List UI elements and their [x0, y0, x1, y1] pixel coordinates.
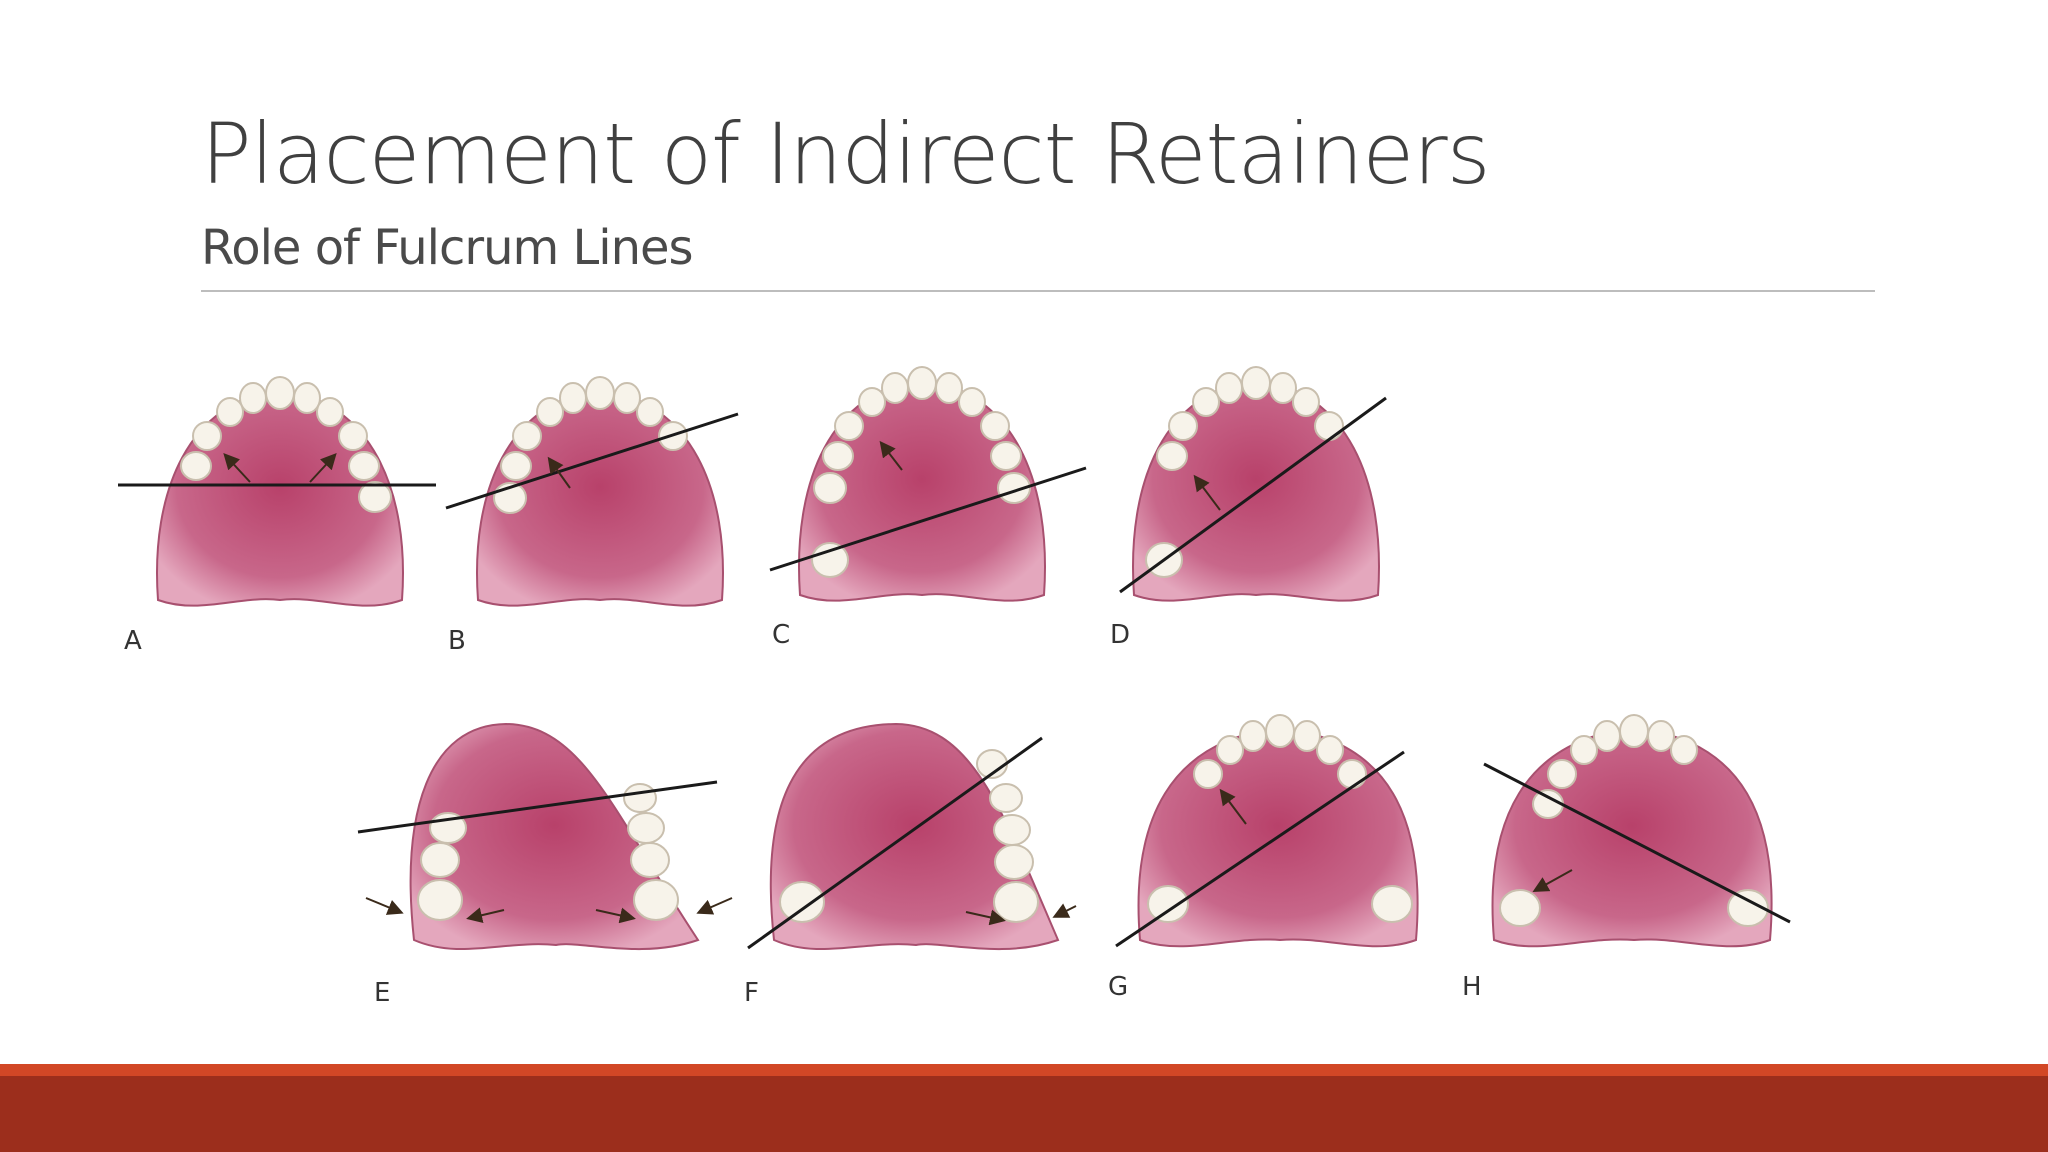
- panel-label-a: A: [124, 626, 142, 656]
- slide-subtitle: Role of Fulcrum Lines: [201, 220, 694, 276]
- arch-panel-h: [1483, 714, 1791, 948]
- fulcrum-lines-figure: A B C D E F G H: [110, 360, 1810, 1060]
- title-divider: [201, 290, 1875, 292]
- arch-illustrations: [118, 366, 1791, 951]
- arch-panel-a: [118, 376, 436, 607]
- panel-label-c: C: [772, 620, 791, 650]
- slide-title: Placement of Indirect Retainers: [201, 105, 1490, 203]
- panel-label-h: H: [1462, 972, 1482, 1002]
- panel-label-e: E: [374, 978, 391, 1008]
- arch-panel-g: [1115, 714, 1419, 948]
- footer-accent-stripe: [0, 1064, 2048, 1076]
- arch-panel-e: [357, 722, 733, 951]
- panel-label-d: D: [1110, 620, 1131, 650]
- arch-panel-c: [769, 366, 1087, 602]
- panel-label-b: B: [448, 626, 466, 656]
- footer-bar: [0, 1076, 2048, 1152]
- arch-panel-d: [1119, 366, 1387, 602]
- panel-label-f: F: [744, 978, 759, 1008]
- arch-panel-b: [445, 376, 739, 607]
- arch-panel-f: [747, 722, 1077, 951]
- panel-label-g: G: [1108, 972, 1129, 1002]
